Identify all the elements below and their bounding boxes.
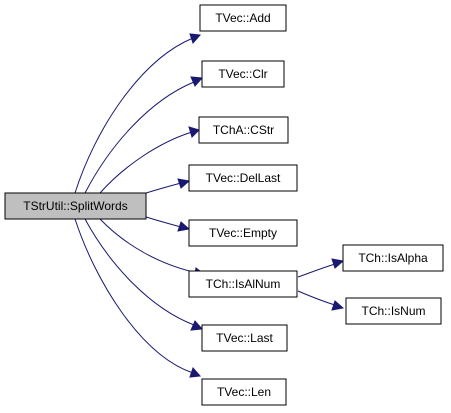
node-ch-isalnum[interactable]: TCh::IsAlNum [188, 270, 298, 298]
node-vec-last[interactable]: TVec::Last [201, 324, 288, 352]
node-ch-isnum[interactable]: TCh::IsNum [345, 297, 442, 325]
edge-split-words-to-vec-empty [139, 214, 191, 232]
node-label: TVec::Clr [218, 67, 267, 81]
node-label: TVec::Len [217, 385, 271, 399]
node-label: TVec::Empty [209, 226, 277, 240]
node-vec-dellast[interactable]: TVec::DelLast [188, 164, 298, 192]
graph-nodes: TStrUtil::SplitWords TVec::Add TVec::Clr… [4, 4, 444, 406]
edge-split-words-to-vec-clr [84, 76, 204, 194]
node-vec-clr[interactable]: TVec::Clr [201, 60, 285, 88]
node-label: TVec::Last [216, 331, 273, 345]
node-vec-add[interactable]: TVec::Add [199, 4, 287, 32]
edge-split-words-to-cha-cstr [99, 126, 200, 194]
node-cha-cstr[interactable]: TChA::CStr [198, 116, 289, 144]
edge-ch-isalnum-to-ch-isnum [297, 290, 345, 311]
node-split-words[interactable]: TStrUtil::SplitWords [4, 192, 147, 220]
node-label: TVec::Add [215, 11, 270, 25]
node-label: TChA::CStr [213, 123, 274, 137]
edge-split-words-to-vec-last [84, 218, 204, 331]
edge-split-words-to-vec-dellast [139, 178, 191, 196]
node-label: TCh::IsAlpha [358, 251, 428, 265]
node-ch-isalpha[interactable]: TCh::IsAlpha [342, 244, 444, 272]
node-vec-empty[interactable]: TVec::Empty [188, 219, 298, 247]
edge-ch-isalnum-to-ch-isalpha [297, 258, 345, 278]
node-label: TCh::IsAlNum [206, 277, 281, 291]
node-label: TStrUtil::SplitWords [23, 199, 127, 213]
edge-split-words-to-vec-len [74, 218, 202, 378]
node-label: TVec::DelLast [206, 171, 281, 185]
edge-split-words-to-vec-add [74, 33, 202, 194]
node-label: TCh::IsNum [361, 304, 425, 318]
node-vec-len[interactable]: TVec::Len [201, 378, 287, 406]
